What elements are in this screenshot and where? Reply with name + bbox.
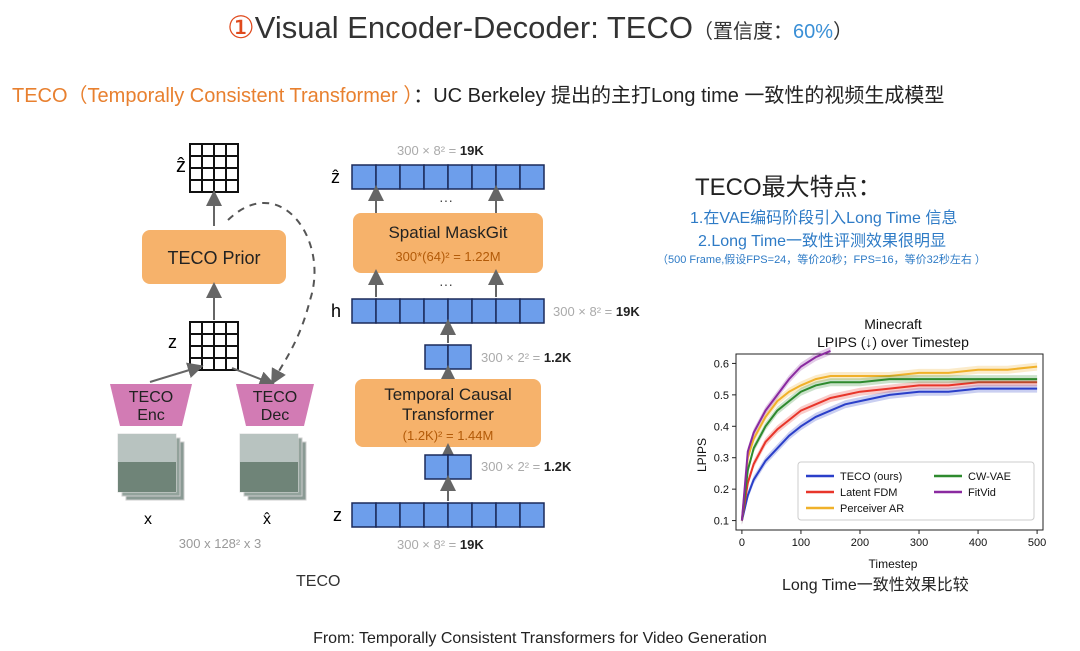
z-row-label: z — [333, 505, 342, 525]
y-tick-label: 0.6 — [714, 358, 729, 370]
teco-enc-line2: Enc — [137, 407, 165, 424]
chart-caption: Long Time一致性效果比较 — [782, 577, 969, 594]
teco-overview-diagram: ẑ TECO Prior z TECO Enc TECO Dec — [110, 143, 316, 551]
feature-item-1: 1.在VAE编码阶段引入Long Time 信息 — [690, 210, 958, 227]
teco-enc-block — [110, 384, 192, 426]
tct-params: (1.2K)² = 1.44M — [403, 428, 494, 443]
tct-line2: Transformer — [402, 405, 494, 424]
x-tick-label: 400 — [969, 537, 987, 549]
teco-dec-line1: TECO — [253, 389, 297, 406]
input-frames-image — [117, 433, 185, 501]
zhat-token-row — [351, 164, 545, 190]
h-row-label: h — [331, 301, 341, 321]
teco-dec-block — [236, 384, 314, 426]
chart-subtitle: LPIPS (↓) over Timestep — [817, 334, 969, 350]
bottom-size-label: 300 × 8² = 19K — [397, 537, 484, 552]
arrow-enc-to-z — [149, 362, 204, 383]
arrow-z-to-dec — [231, 367, 276, 387]
slide-title: ①Visual Encoder-Decoder: TECO（置信度：60%） — [0, 10, 1080, 46]
x-axis-label: Timestep — [869, 557, 918, 571]
teco-prior-label: TECO Prior — [167, 248, 260, 268]
frame-size-label: 300 x 128² x 3 — [179, 536, 261, 551]
x-tick-label: 100 — [792, 537, 810, 549]
tct-line1: Temporal Causal — [384, 385, 512, 404]
x-tick-label: 200 — [851, 537, 869, 549]
title-text: Visual Encoder-Decoder: TECO — [254, 10, 693, 45]
y-axis-label: LPIPS — [695, 438, 709, 472]
h-token-row — [351, 298, 545, 324]
source-footer: From: Temporally Consistent Transformers… — [313, 630, 767, 647]
output-frames-image — [239, 433, 307, 501]
feature-item-2: 2.Long Time一致性评测效果很明显 — [698, 233, 947, 250]
teco-architecture-diagram: 300 × 8² = 19K ẑ ··· Spatial MaskGit 300… — [331, 143, 640, 552]
dots-mid: ··· — [439, 276, 453, 292]
top-size-label: 300 × 8² = 19K — [397, 143, 484, 158]
zhat-label: ẑ — [176, 155, 186, 177]
y-tick-label: 0.2 — [714, 484, 729, 496]
spatial-maskgit-box — [353, 213, 543, 273]
temporal-input-row — [424, 454, 472, 480]
series-line — [740, 387, 1038, 521]
low-size-label: 300 × 2² = 1.2K — [481, 459, 572, 474]
legend-label: Perceiver AR — [840, 503, 904, 515]
dots-top: ··· — [439, 192, 453, 208]
h-size-label: 300 × 8² = 19K — [553, 304, 640, 319]
z-label: z — [168, 332, 177, 352]
lpips-chart: Minecraft LPIPS (↓) over Timestep 0.1 0.2… — [695, 316, 1046, 571]
y-tick-label: 0.1 — [714, 516, 729, 528]
teco-prior-box — [142, 230, 286, 284]
chart-title: Minecraft — [864, 316, 922, 332]
xhat-label: x̂ — [263, 511, 271, 528]
feature-note: （500 Frame,假设FPS=24，等价20秒；FPS=16，等价32秒左右… — [657, 254, 986, 266]
x-tick-label: 300 — [910, 537, 928, 549]
temporal-causal-transformer-box — [355, 379, 541, 447]
features-title: TECO最大特点： — [695, 174, 882, 201]
temporal-output-row — [424, 344, 472, 370]
y-tick-label: 0.3 — [714, 453, 729, 465]
subtitle: TECO（Temporally Consistent Transformer ）… — [12, 79, 944, 108]
dashed-arrow-to-decoder — [227, 202, 316, 385]
z-grid — [189, 321, 239, 371]
maskgit-params: 300*(64)² = 1.22M — [395, 249, 500, 264]
legend-label: Latent FDM — [840, 487, 897, 499]
confidence-label: （置信度： — [693, 21, 793, 43]
series-line — [740, 349, 831, 521]
x-tick-label: 500 — [1028, 537, 1046, 549]
confidence-close: ） — [833, 21, 854, 43]
teco-dec-line2: Dec — [261, 407, 289, 424]
series-line — [740, 378, 1038, 521]
legend-label: TECO (ours) — [840, 471, 902, 483]
mid-size-label: 300 × 2² = 1.2K — [481, 350, 572, 365]
zhat-grid — [189, 143, 239, 193]
teco-enc-line1: TECO — [129, 389, 173, 406]
model-description: ：UC Berkeley 提出的主打Long time 一致性的视频生成模型 — [413, 85, 945, 107]
x-tick-label: 0 — [739, 537, 745, 549]
maskgit-label: Spatial MaskGit — [388, 223, 507, 242]
confidence-value: 60% — [793, 21, 834, 43]
y-tick-label: 0.5 — [714, 390, 729, 402]
zhat-row-label: ẑ — [331, 167, 340, 187]
x-label: x — [144, 511, 152, 528]
model-name: TECO（Temporally Consistent Transformer ） — [12, 85, 414, 107]
legend-label: FitVid — [968, 487, 996, 499]
z-token-row — [351, 502, 545, 528]
series-line — [740, 381, 1038, 521]
teco-caption: TECO — [296, 573, 341, 590]
series-band — [741, 384, 1038, 525]
circled-number: ① — [226, 10, 255, 45]
series-line — [740, 365, 1038, 521]
legend-label: CW-VAE — [968, 471, 1011, 483]
y-tick-label: 0.4 — [714, 421, 729, 433]
chart-legend — [797, 461, 1035, 521]
